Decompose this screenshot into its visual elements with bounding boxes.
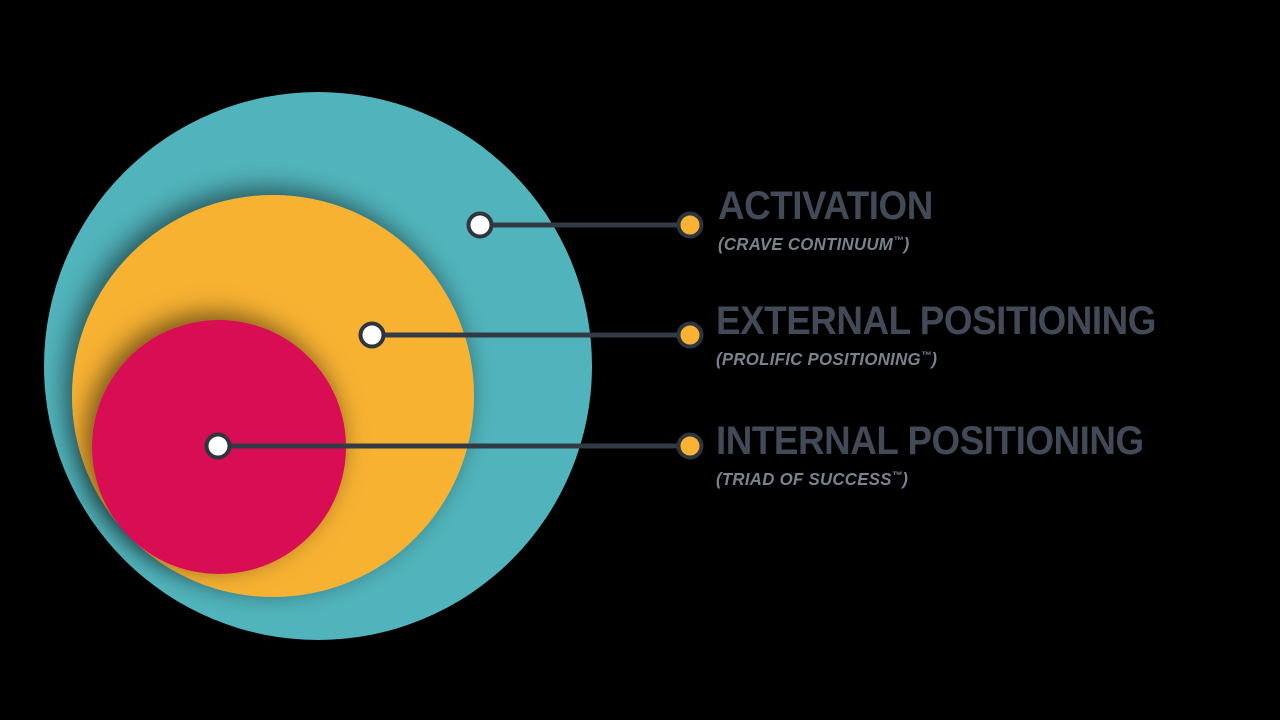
label-subtitle-internal-open: (TRIAD OF SUCCESS [716,469,892,490]
trademark-icon: ™ [920,350,932,362]
connector-internal [204,432,704,460]
trademark-icon: ™ [893,235,904,247]
connector-end-dot-internal[interactable] [676,432,704,460]
label-subtitle-activation: (CRAVE CONTINUUM™) [718,234,942,255]
label-subtitle-external-open: (PROLIFIC POSITIONING [716,349,921,370]
label-subtitle-activation-close: ) [903,234,910,255]
connector-start-dot-internal[interactable] [204,432,232,460]
label-subtitle-external-close: ) [931,349,938,370]
label-subtitle-internal-positioning: (TRIAD OF SUCCESS™) [716,469,1162,490]
connector-activation [466,211,704,239]
connector-end-dot-activation[interactable] [676,211,704,239]
connector-start-dot-external[interactable] [358,321,386,349]
trademark-icon: ™ [891,470,903,482]
label-group-internal-positioning[interactable]: INTERNAL POSITIONING (TRIAD OF SUCCESS™) [716,421,1181,489]
connector-start-dot-activation[interactable] [466,211,494,239]
connector-external [358,321,704,349]
label-title-internal-positioning: INTERNAL POSITIONING [716,419,1144,463]
label-group-external-positioning[interactable]: EXTERNAL POSITIONING (PROLIFIC POSITIONI… [716,301,1194,369]
label-title-activation: ACTIVATION [718,184,933,228]
label-subtitle-internal-close: ) [902,469,909,490]
label-title-external-positioning: EXTERNAL POSITIONING [716,299,1156,343]
label-subtitle-activation-open: (CRAVE CONTINUUM [718,234,894,255]
label-group-activation[interactable]: ACTIVATION (CRAVE CONTINUUM™) [718,186,952,254]
connector-end-dot-external[interactable] [676,321,704,349]
label-subtitle-external-positioning: (PROLIFIC POSITIONING™) [716,349,1175,370]
